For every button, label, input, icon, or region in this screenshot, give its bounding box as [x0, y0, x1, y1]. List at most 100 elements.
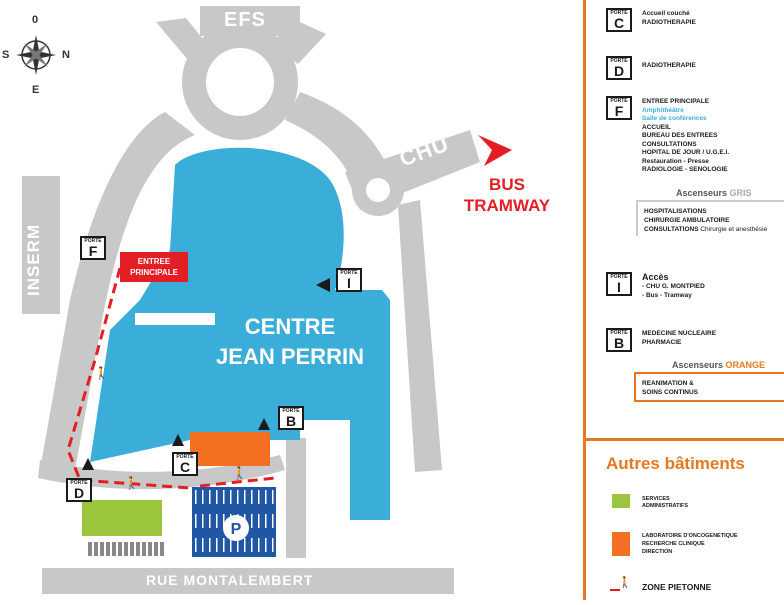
- compass-rose-icon: [16, 35, 56, 75]
- door-letter: B: [613, 335, 625, 351]
- legend-line: RADIOTHERAPIE: [642, 62, 696, 69]
- compass-left-label: S: [2, 49, 11, 61]
- legend-line: - Bus - Tramway: [642, 291, 692, 299]
- parking-space-line: [216, 538, 218, 552]
- legend-autres-title: Autres bâtiments: [606, 454, 745, 473]
- consult-rest: Chirurgie et anesthésie: [700, 226, 768, 233]
- parking-space-line: [230, 490, 232, 504]
- stripe: [136, 542, 140, 556]
- parking-space-line: [272, 490, 274, 504]
- parking-space-line: [258, 538, 260, 552]
- small-roundabout-center: [366, 178, 390, 202]
- compass-bottom-label: E: [32, 84, 41, 96]
- legend-line: ENTREE PRINCIPALE: [642, 98, 710, 105]
- legend-line: RECHERCHE CLINIQUE: [642, 541, 705, 547]
- pedestrian-icon: 🚶: [124, 476, 139, 490]
- parking-space-line: [216, 514, 218, 528]
- road-center-v: [286, 438, 306, 558]
- parking-space-line: [223, 514, 225, 528]
- lab-building: [190, 432, 270, 466]
- admin-stripes: [88, 542, 164, 556]
- legend-line: Amphithéâtre: [642, 106, 684, 114]
- main-building: [90, 147, 390, 520]
- parking-space-line: [223, 490, 225, 504]
- legend-line: MEDECINE NUCLEAIRE: [642, 330, 717, 337]
- parking-space-line: [272, 538, 274, 552]
- door-caption: PORTE: [610, 274, 628, 280]
- entree-principale-badge[interactable]: ENTREE PRINCIPALE: [120, 252, 188, 282]
- legend-line: LABORATOIRE D'ONCOGENETIQUE: [642, 533, 738, 539]
- parking-space-line: [237, 538, 239, 552]
- legend-line: HOPITAL DE JOUR / U.G.E.I.: [642, 149, 730, 156]
- consult-bold: CONSULTATIONS: [644, 226, 699, 233]
- legend-door-c-text: Accueil couché RADIOTHERAPIE: [642, 10, 784, 27]
- legend-line: - CHU G. MONTPIED: [642, 283, 705, 290]
- legend-divider: [586, 438, 784, 441]
- legend-line: REANIMATION &: [642, 380, 694, 387]
- parking-space-line: [209, 538, 211, 552]
- stripe: [94, 542, 98, 556]
- parking-space-line: [230, 538, 232, 552]
- door-caption: PORTE: [610, 58, 628, 64]
- road-rue-label: RUE MONTALEMBERT: [146, 572, 314, 588]
- door-caption: PORTE: [610, 330, 628, 336]
- ascenseurs-color: ORANGE: [725, 360, 766, 370]
- pedestrian-icon: 🚶: [232, 466, 247, 480]
- road-efs-block: [200, 6, 300, 36]
- parking-space-line: [251, 538, 253, 552]
- parking-space-line: [195, 490, 197, 504]
- parking-space-line: [202, 514, 204, 528]
- parking-space-line: [244, 538, 246, 552]
- tramway-label: TRAMWAY: [463, 196, 551, 215]
- parking-space-line: [223, 538, 225, 552]
- parking-space-line: [265, 538, 267, 552]
- legend-admin-text: SERVICES ADMINISTRATIFS: [642, 496, 688, 510]
- road-inserm: [22, 176, 60, 314]
- stripe: [100, 542, 104, 556]
- door-c-arrow-icon: [172, 434, 184, 446]
- door-letter: I: [617, 279, 621, 295]
- parking-space-line: [202, 538, 204, 552]
- legend-line: Accueil couché: [642, 10, 690, 17]
- door-caption: PORTE: [84, 238, 102, 244]
- legend-line: SOINS CONTINUS: [642, 389, 698, 396]
- stripe: [154, 542, 158, 556]
- door-caption: PORTE: [340, 270, 358, 276]
- parking-letter: P: [231, 521, 242, 538]
- door-caption: PORTE: [610, 98, 628, 104]
- door-letter: D: [613, 63, 625, 79]
- legend-line: Salle de conférences: [642, 115, 707, 122]
- parking-space-line: [216, 490, 218, 504]
- stripe: [148, 542, 152, 556]
- road-inserm-label: INSERM: [24, 223, 43, 296]
- ascenseurs-prefix: Ascenseurs: [676, 188, 728, 198]
- parking-space-line: [258, 514, 260, 528]
- parking-space-line: [265, 514, 267, 528]
- legend-ascenseurs-gris-box: HOSPITALISATIONS CHIRURGIE AMBULATOIRE C…: [636, 200, 784, 236]
- parking-space-line: [258, 490, 260, 504]
- door-letter: B: [285, 413, 297, 429]
- parking-space-line: [195, 538, 197, 552]
- stripe: [112, 542, 116, 556]
- door-i-arrow-icon: [316, 278, 330, 292]
- entree-line2: PRINCIPALE: [130, 268, 178, 277]
- legend-line: RADIOTHERAPIE: [642, 18, 696, 26]
- legend-lab-text: LABORATOIRE D'ONCOGENETIQUE RECHERCHE CL…: [642, 532, 738, 556]
- legend-line: CHIRURGIE AMBULATOIRE: [644, 217, 730, 224]
- building-notch: [135, 313, 215, 325]
- stripe: [142, 542, 146, 556]
- bus-tramway-label: BUS TRAMWAY: [452, 174, 562, 216]
- door-letter: F: [88, 243, 98, 259]
- road-efs-right: [270, 22, 326, 64]
- entree-line1: ENTREE: [137, 257, 171, 266]
- parking-space-line: [209, 490, 211, 504]
